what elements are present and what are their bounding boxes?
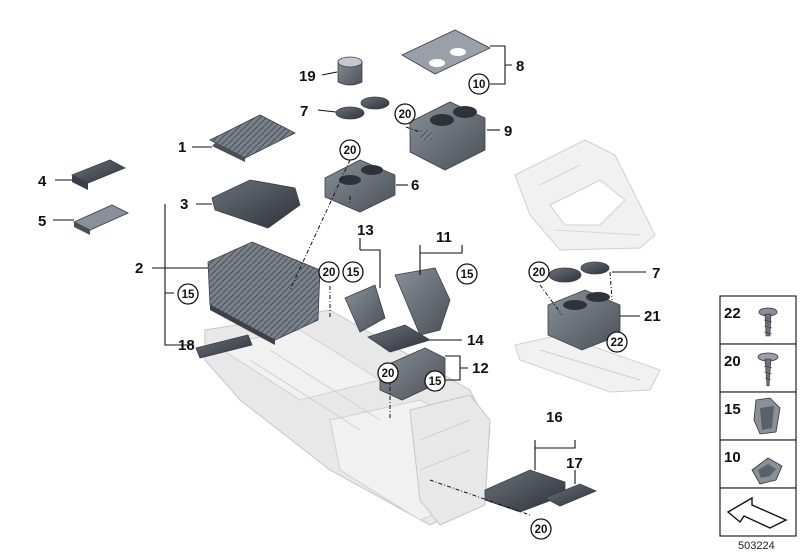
part-16-drawer [484, 469, 566, 513]
callout-21: 21 [644, 308, 661, 325]
fastener-legend: 22 20 15 10 [719, 295, 797, 537]
legend-label-20: 20 [724, 353, 741, 370]
circled-15-a: 15 [177, 283, 199, 305]
svg-text:10: 10 [473, 79, 486, 91]
circled-15-b: 15 [342, 261, 364, 283]
clip-nut-icon [753, 397, 781, 435]
callout-5: 5 [38, 213, 46, 230]
circled-10: 10 [468, 73, 490, 95]
callout-16: 16 [546, 409, 563, 426]
svg-text:20: 20 [344, 145, 357, 157]
part-2-storage-tray [207, 241, 321, 345]
svg-text:15: 15 [182, 289, 195, 301]
callout-19: 19 [299, 68, 316, 85]
part-8-frame [401, 29, 491, 75]
svg-text:20: 20 [399, 109, 412, 121]
circled-20-c: 20 [318, 261, 340, 283]
callout-9: 9 [504, 123, 512, 140]
callout-2: 2 [135, 260, 143, 277]
part-17-mat [544, 483, 598, 507]
callout-numbers: 19 7 8 9 1 6 4 5 3 2 18 13 11 14 12 16 1… [38, 58, 661, 472]
callout-17: 17 [566, 455, 583, 472]
circled-callouts: 10 20 20 20 15 15 15 20 15 20 22 20 [177, 73, 628, 540]
circled-20-b: 20 [339, 139, 361, 161]
part-6-cupholder-tray [324, 159, 396, 213]
callout-1: 1 [178, 139, 186, 156]
callout-6: 6 [411, 177, 419, 194]
part-1-grille [209, 114, 296, 162]
circled-15-d: 15 [424, 370, 446, 392]
legend-label-22: 22 [724, 305, 741, 322]
part-7-cover-discs-right [548, 261, 610, 283]
svg-text:15: 15 [347, 267, 360, 279]
part-11-side-panel [394, 267, 451, 336]
svg-text:15: 15 [461, 269, 474, 281]
part-5-bracket [73, 204, 129, 235]
callout-8: 8 [516, 58, 524, 75]
spring-clip-icon [751, 457, 783, 485]
svg-text:20: 20 [533, 267, 546, 279]
svg-text:20: 20 [323, 267, 336, 279]
part-3-armrest-lid [211, 179, 301, 229]
part-18-connector [195, 334, 253, 359]
svg-text:20: 20 [535, 524, 548, 536]
legend-label-10: 10 [724, 449, 741, 466]
circled-20-f: 20 [530, 518, 552, 540]
part-7-cover-discs [335, 96, 390, 120]
circled-20-d: 20 [377, 362, 399, 384]
svg-text:15: 15 [429, 376, 442, 388]
diagram-id: 503224 [738, 540, 775, 552]
circled-15-c: 15 [456, 263, 478, 285]
callout-4: 4 [38, 173, 47, 190]
part-13-panel [344, 284, 386, 333]
circled-20-a: 20 [394, 103, 416, 125]
callout-12: 12 [472, 360, 489, 377]
svg-text:20: 20 [382, 368, 395, 380]
callout-3: 3 [180, 196, 188, 213]
svg-text:22: 22 [611, 337, 624, 349]
callout-18: 18 [178, 337, 195, 354]
callout-13: 13 [357, 222, 374, 239]
assembly-dash-lines [289, 126, 613, 516]
callout-11: 11 [436, 229, 452, 246]
callout-7-right: 7 [652, 265, 660, 282]
callout-14: 14 [467, 332, 484, 349]
legend-label-15: 15 [724, 401, 741, 418]
part-4-mat [71, 159, 126, 190]
direction-arrow-icon [726, 496, 788, 529]
callout-7: 7 [300, 103, 308, 120]
part-9-cupholder [409, 101, 486, 171]
leader-lines [53, 45, 646, 484]
legend-box-20 [719, 343, 797, 393]
circled-22: 22 [606, 331, 628, 353]
part-19-cup-insert [337, 56, 363, 86]
screw-washer-icon [757, 352, 779, 387]
circled-20-e: 20 [528, 261, 550, 283]
trim-panel-ghost [514, 139, 656, 251]
screw-collar-icon [758, 307, 778, 337]
